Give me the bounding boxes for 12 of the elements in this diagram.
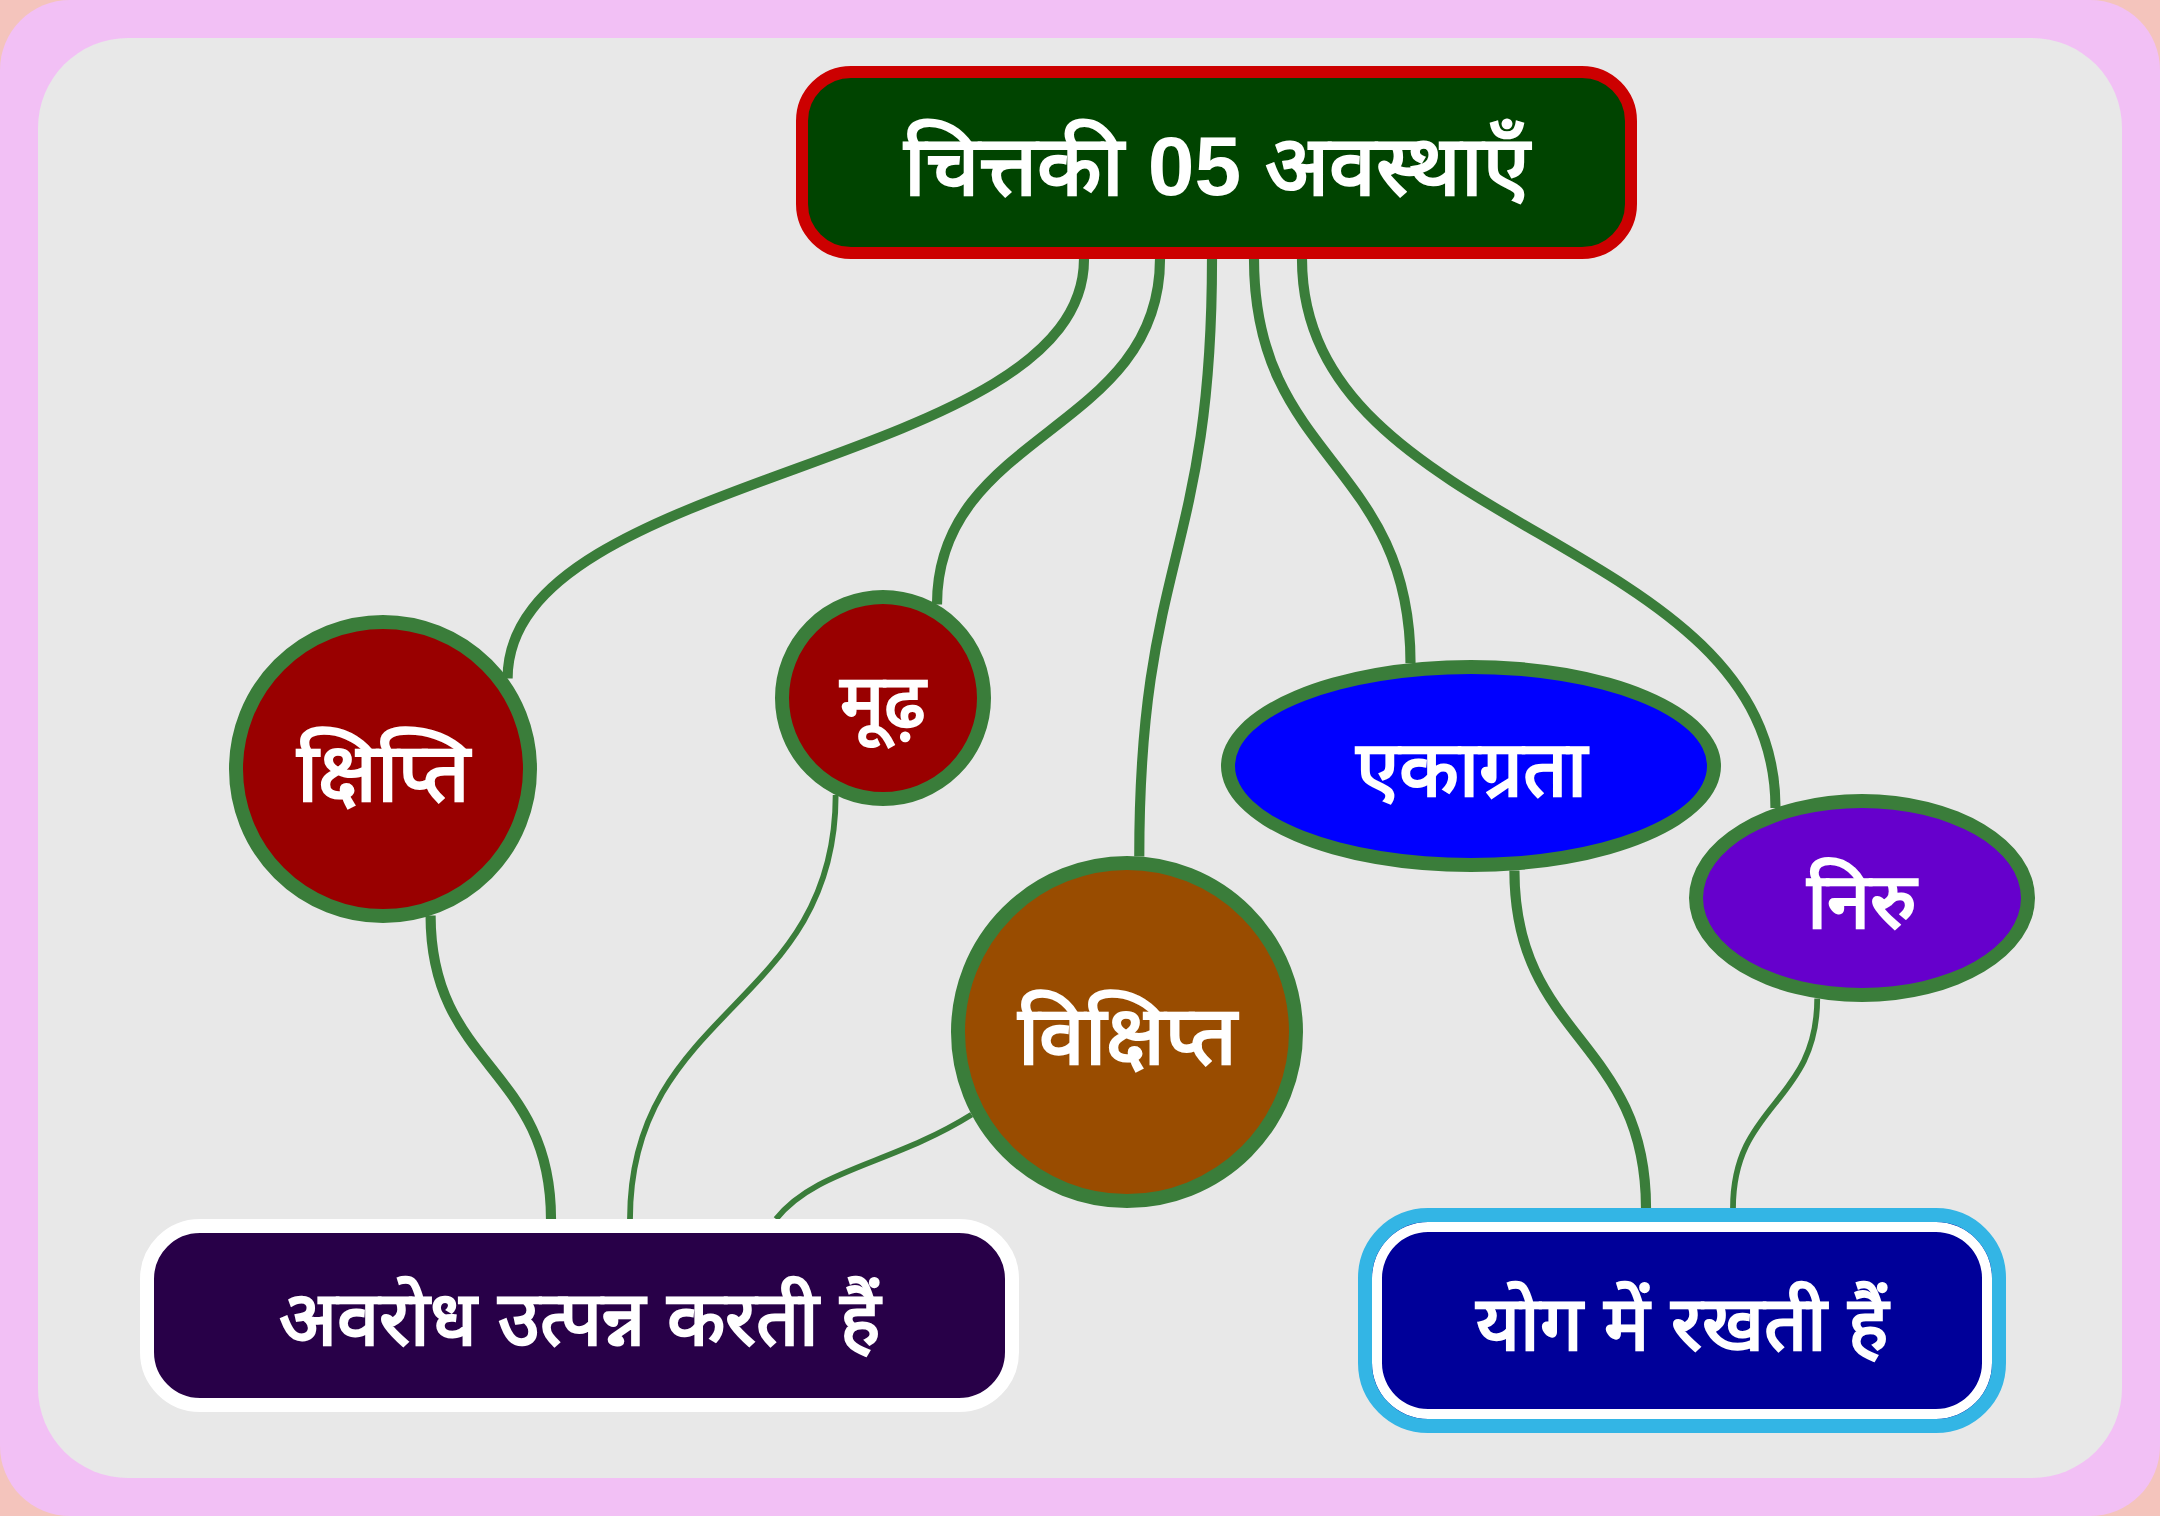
connector-line: [1134, 258, 1218, 857]
result-box: [1358, 1208, 2006, 1433]
result-box: [140, 1219, 1019, 1412]
connector-line: [931, 258, 1166, 606]
connector-line: [773, 1112, 974, 1221]
connector-line: [425, 915, 557, 1220]
node-label: मूढ़: [840, 647, 926, 749]
connector-line: [502, 257, 1089, 680]
connector-line: [627, 794, 839, 1220]
title-box: [796, 66, 1637, 259]
connector-line: [1509, 870, 1652, 1209]
node-label: निरु: [1807, 856, 1917, 947]
